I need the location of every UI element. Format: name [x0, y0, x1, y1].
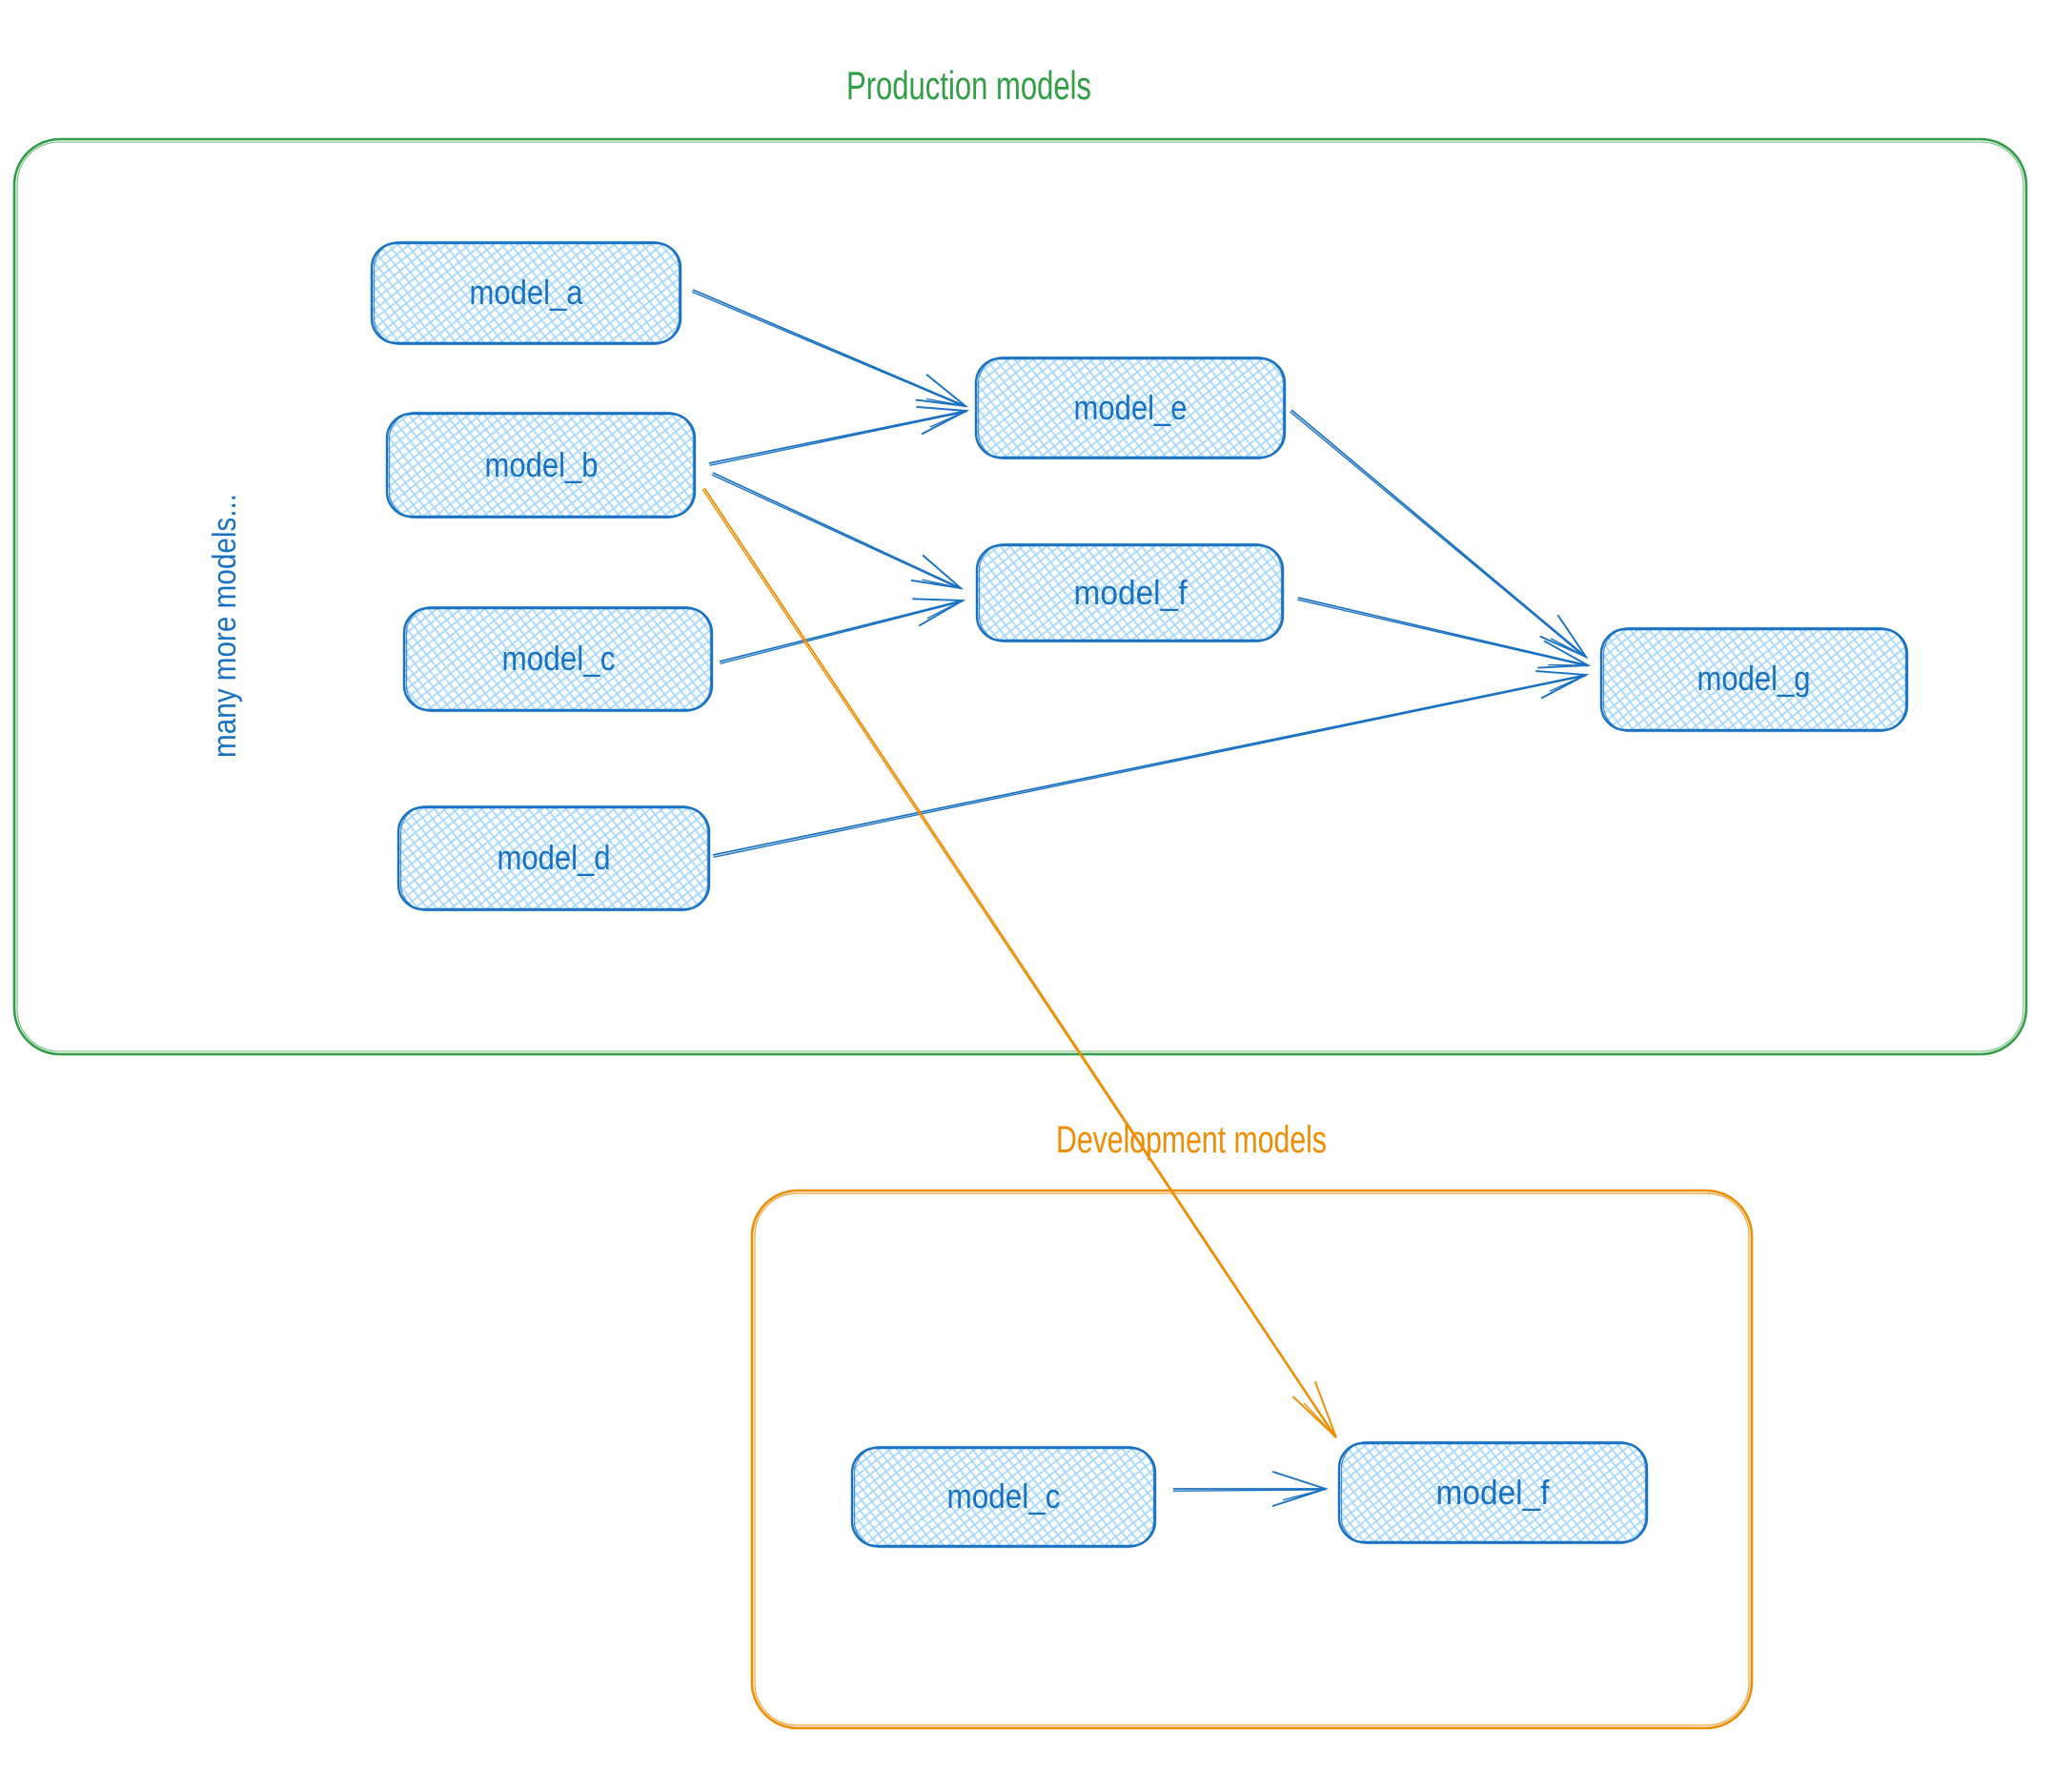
svg-text:model_b: model_b — [485, 445, 599, 484]
svg-text:many more models...: many more models... — [207, 494, 243, 758]
svg-text:model_e: model_e — [1074, 388, 1188, 427]
svg-text:model_a: model_a — [470, 273, 584, 312]
svg-text:model_g: model_g — [1697, 659, 1811, 698]
svg-text:model_f: model_f — [1436, 1473, 1551, 1512]
svg-text:Production models: Production models — [846, 63, 1091, 108]
svg-text:model_d: model_d — [498, 838, 611, 877]
svg-text:model_c: model_c — [947, 1476, 1061, 1516]
svg-text:model_c: model_c — [502, 639, 616, 678]
svg-text:model_f: model_f — [1074, 573, 1188, 612]
svg-text:Development models: Development models — [1056, 1119, 1327, 1161]
